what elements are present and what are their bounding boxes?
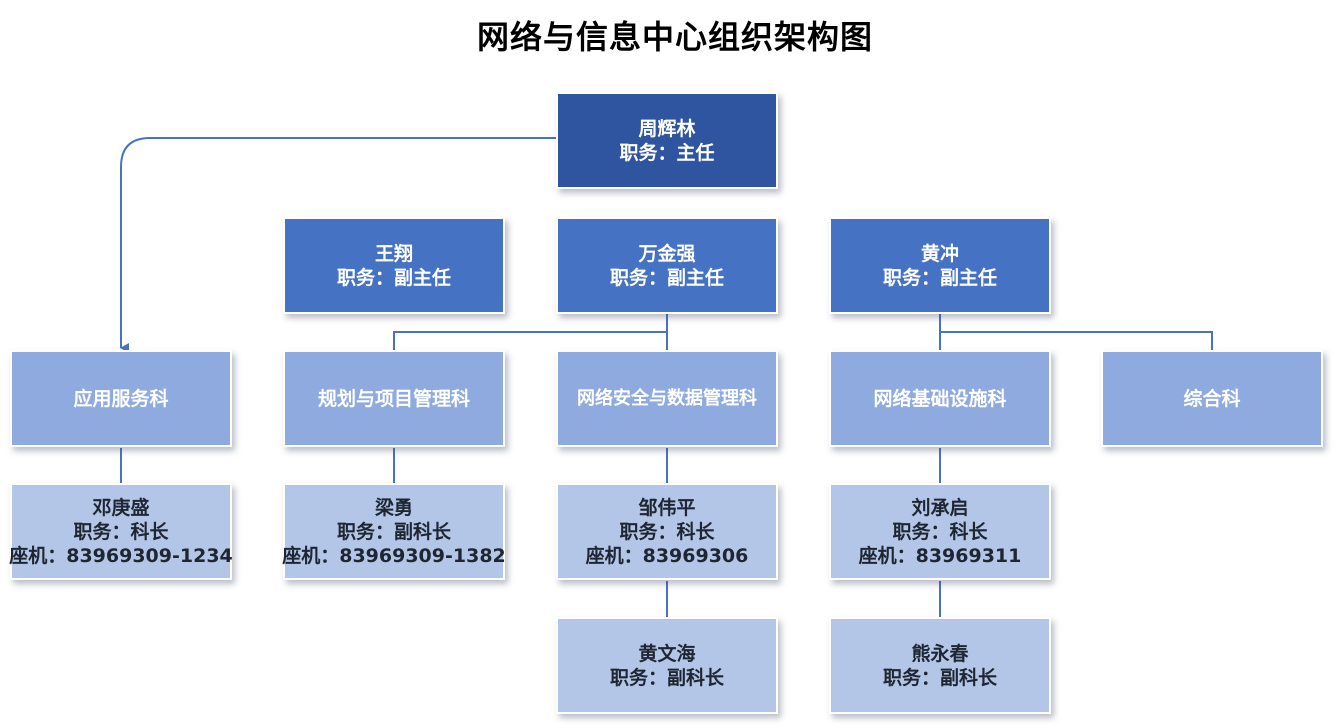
staff-phone: 座机：83969311	[858, 544, 1022, 567]
connector-wan-to-departments	[393, 314, 668, 350]
staff-name: 邹伟平	[638, 496, 696, 519]
staff-position: 职务：副科长	[609, 666, 724, 689]
director-name: 周辉林	[638, 117, 696, 140]
staff-phone: 座机：83969306	[585, 544, 749, 567]
connector-director-to-app-service	[120, 137, 557, 353]
department-node-app-service: 应用服务科	[10, 350, 232, 447]
deputy-node-wan: 万金强 职务：副主任	[556, 217, 778, 314]
department-name: 综合科	[1183, 387, 1241, 410]
staff-name: 刘承启	[911, 496, 969, 519]
department-name: 规划与项目管理科	[317, 387, 470, 410]
deputy-name: 黄冲	[920, 242, 959, 265]
director-position: 职务：主任	[619, 141, 715, 164]
staff-node-liu: 刘承启 职务：科长 座机：83969311	[829, 483, 1051, 580]
department-name: 网络基础设施科	[873, 387, 1007, 410]
department-name: 应用服务科	[73, 387, 169, 410]
deputy-node-huang: 黄冲 职务：副主任	[829, 217, 1051, 314]
deputy-name: 万金强	[638, 242, 696, 265]
staff-node-xiong: 熊永春 职务：副科长	[829, 617, 1051, 714]
department-node-planning: 规划与项目管理科	[283, 350, 505, 447]
department-name: 网络安全与数据管理科	[577, 387, 757, 409]
staff-name: 梁勇	[374, 496, 413, 519]
director-node: 周辉林 职务：主任	[556, 92, 778, 189]
department-node-security: 网络安全与数据管理科	[556, 350, 778, 447]
staff-position: 职务：科长	[892, 520, 988, 543]
deputy-position: 职务：副主任	[609, 266, 724, 289]
deputy-position: 职务：副主任	[882, 266, 997, 289]
staff-phone: 座机：83969309-1234	[9, 544, 233, 567]
staff-name: 邓庚盛	[92, 496, 150, 519]
department-node-infrastructure: 网络基础设施科	[829, 350, 1051, 447]
staff-position: 职务：科长	[619, 520, 715, 543]
deputy-position: 职务：副主任	[336, 266, 451, 289]
staff-node-deng: 邓庚盛 职务：科长 座机：83969309-1234	[9, 483, 233, 580]
staff-node-zou: 邹伟平 职务：科长 座机：83969306	[556, 483, 778, 580]
staff-node-huang: 黄文海 职务：副科长	[556, 617, 778, 714]
staff-position: 职务：副科长	[882, 666, 997, 689]
department-node-general: 综合科	[1101, 350, 1323, 447]
deputy-node-wang: 王翔 职务：副主任	[283, 217, 505, 314]
chart-title: 网络与信息中心组织架构图	[476, 18, 873, 56]
connector-huang-to-departments	[939, 314, 1213, 350]
staff-position: 职务：科长	[73, 520, 169, 543]
staff-name: 熊永春	[911, 642, 969, 665]
staff-phone: 座机：83969309-1382	[282, 544, 506, 567]
staff-position: 职务：副科长	[336, 520, 451, 543]
staff-node-liang: 梁勇 职务：副科长 座机：83969309-1382	[282, 483, 506, 580]
deputy-name: 王翔	[374, 242, 413, 265]
staff-name: 黄文海	[638, 642, 696, 665]
